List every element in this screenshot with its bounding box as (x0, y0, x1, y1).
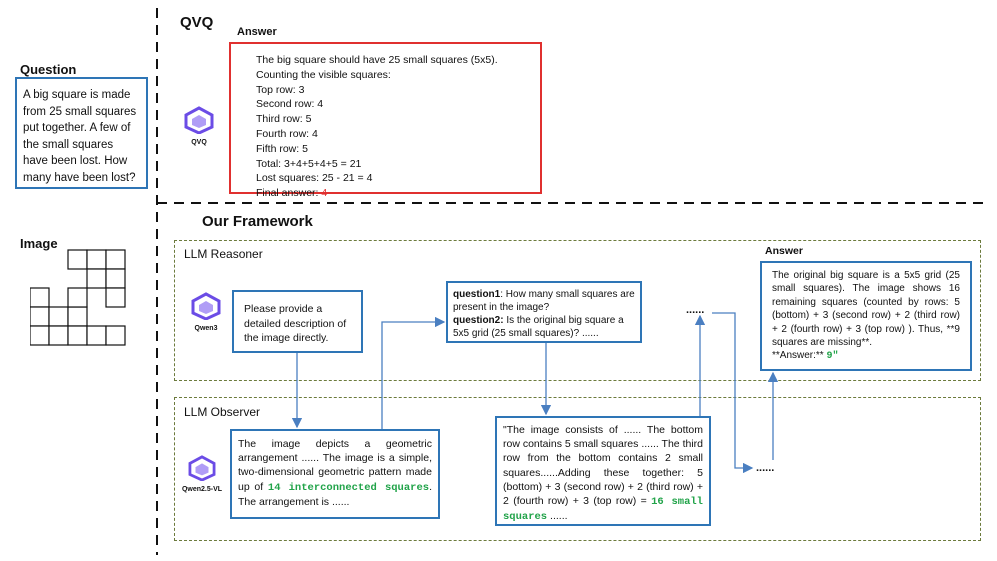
qvq-line: Fifth row: 5 (256, 142, 308, 155)
framework-answer-value: 9" (826, 351, 839, 363)
qvq-logo-label: QVQ (191, 139, 207, 146)
framework-answer-title: Answer (765, 245, 803, 257)
qwen25vl-logo-label: Qwen2.5-VL (181, 486, 223, 493)
qvq-title: QVQ (180, 14, 214, 31)
qvq-line: Second row: 4 (256, 98, 324, 111)
framework-title: Our Framework (202, 213, 313, 230)
desc2-pre: "The image consists of ...... The bottom… (503, 424, 703, 508)
reasoner-ellipsis: ...... (686, 304, 705, 316)
qvq-line: Fourth row: 4 (256, 127, 318, 140)
squares-figure (30, 249, 126, 346)
qwen25vl-logo-icon (188, 455, 216, 482)
qwen3-logo-icon (191, 292, 221, 321)
desc1-highlight: 14 interconnected squares (267, 481, 430, 494)
qvq-final-prefix: Final answer: (256, 187, 322, 200)
qwen3-logo-label: Qwen3 (194, 325, 218, 332)
observer-label: LLM Observer (184, 405, 261, 419)
question1-text: : How many small squares are present in … (453, 289, 635, 313)
framework-answer-final: **Answer:** 9" (772, 349, 960, 363)
prompt-box: Please provide a detailed description of… (232, 290, 363, 353)
observer-description-2-text: "The image consists of ...... The bottom… (503, 423, 703, 524)
desc1-pre: The image depicts a geometric arrangemen… (238, 438, 432, 493)
desc2-highlight: 16 small squares (503, 496, 703, 524)
question-title: Question (20, 62, 77, 77)
question-text: A big square is made from 25 small squar… (23, 89, 137, 184)
reasoner-label: LLM Reasoner (184, 247, 263, 261)
desc1-post: . The arrangement is ...... (238, 480, 432, 508)
qvq-logo: QVQ (182, 106, 216, 146)
framework-answer-box: The original big square is a 5x5 grid (2… (760, 261, 972, 371)
qvq-line: The big square should have 25 small squa… (256, 54, 498, 81)
qwen25vl-logo: Qwen2.5-VL (180, 455, 224, 493)
qvq-line: Top row: 3 (256, 83, 305, 96)
observer-description-1-text: The image depicts a geometric arrangemen… (238, 437, 432, 509)
observer-description-1: The image depicts a geometric arrangemen… (230, 429, 440, 519)
prompt-text: Please provide a detailed description of… (244, 303, 347, 344)
desc2-post: ...... (547, 510, 568, 523)
qvq-line: Lost squares: 25 - 21 = 4 (256, 172, 373, 185)
image-title: Image (20, 236, 58, 251)
question2-text: Is the original big square a 5x5 grid (2… (453, 315, 624, 339)
question2-label: question2: (453, 315, 504, 326)
qvq-line: Third row: 5 (256, 113, 312, 126)
qvq-line: Total: 3+4+5+4+5 = 21 (256, 157, 362, 170)
framework-answer-text: The original big square is a 5x5 grid (2… (772, 270, 960, 349)
qvq-logo-icon (184, 106, 214, 135)
observer-ellipsis: ...... (756, 462, 775, 474)
question1-label: question1 (453, 289, 501, 300)
reasoner-region (174, 240, 981, 381)
qvq-answer-title: Answer (237, 26, 277, 38)
qwen3-logo: Qwen3 (188, 292, 224, 332)
qvq-answer-box: The big square should have 25 small squa… (229, 42, 542, 199)
qvq-answer-text: The big square should have 25 small squa… (256, 53, 530, 201)
question-box: A big square is made from 25 small squar… (15, 77, 148, 189)
questions-box: question1: How many small squares are pr… (446, 281, 642, 343)
qvq-final-line: Final answer: 4 (256, 186, 530, 201)
framework-answer-prefix: **Answer:** (772, 350, 827, 362)
observer-region (174, 397, 981, 541)
qvq-final-value: 4 (321, 187, 328, 200)
questions-text: question1: How many small squares are pr… (453, 288, 635, 340)
observer-description-2: "The image consists of ...... The bottom… (495, 416, 711, 526)
